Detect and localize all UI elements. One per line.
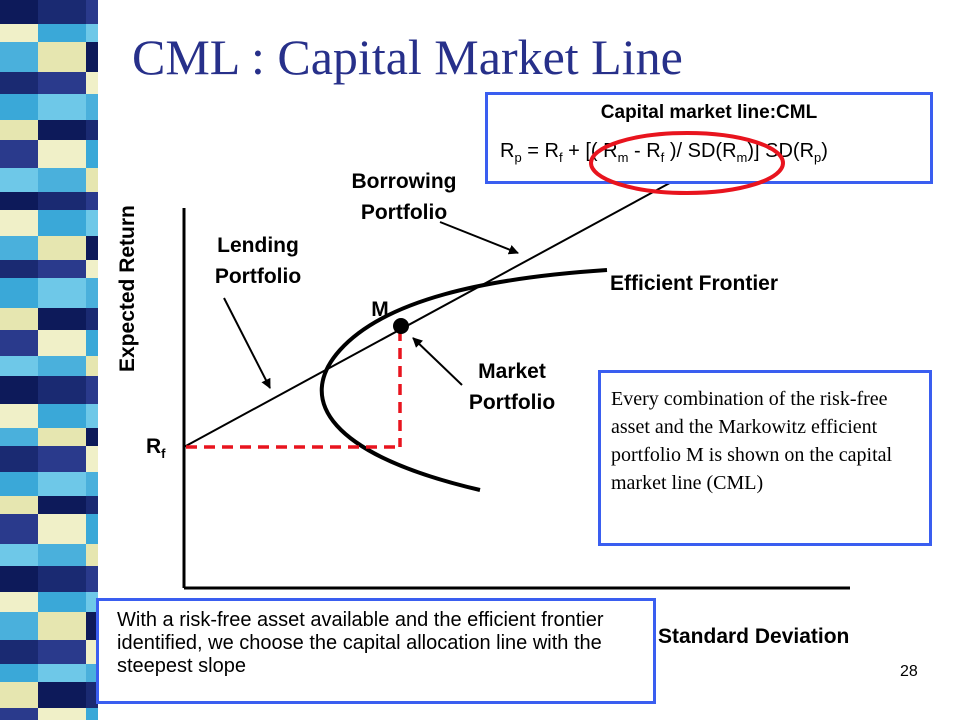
m-label: M	[371, 298, 389, 321]
decorative-stripe	[0, 0, 98, 720]
efficient-frontier-label: Efficient Frontier	[610, 272, 778, 295]
borrowing-label-2: Portfolio	[361, 201, 447, 224]
borrowing-arrow	[439, 221, 519, 255]
borrowing-label-1: Borrowing	[352, 170, 457, 193]
lending-label-1: Lending	[217, 234, 299, 257]
page-number: 28	[900, 663, 918, 680]
market-label-2: Portfolio	[469, 391, 555, 414]
market-label-1: Market	[478, 360, 546, 383]
slide-title: CML : Capital Market Line	[132, 29, 683, 85]
cml-note-box: Every combination of the risk-free asset…	[598, 370, 932, 546]
formula-box: Capital market line:CML Rp = Rf + [( Rm …	[485, 92, 933, 195]
efficient-frontier-curve	[319, 268, 608, 492]
lending-arrow	[223, 297, 271, 389]
x-axis-label: Standard Deviation	[658, 625, 849, 648]
capital-market-line	[183, 171, 691, 448]
steepest-slope-note: With a risk-free asset available and the…	[96, 598, 656, 704]
rf-label: Rf	[146, 435, 166, 461]
highlight-circle	[589, 131, 785, 195]
formula-title: Capital market line:CML	[600, 102, 818, 123]
lending-label-2: Portfolio	[215, 265, 301, 288]
market-portfolio-point	[393, 318, 409, 334]
market-arrow	[412, 337, 463, 386]
y-axis-label: Expected Return	[116, 205, 139, 372]
